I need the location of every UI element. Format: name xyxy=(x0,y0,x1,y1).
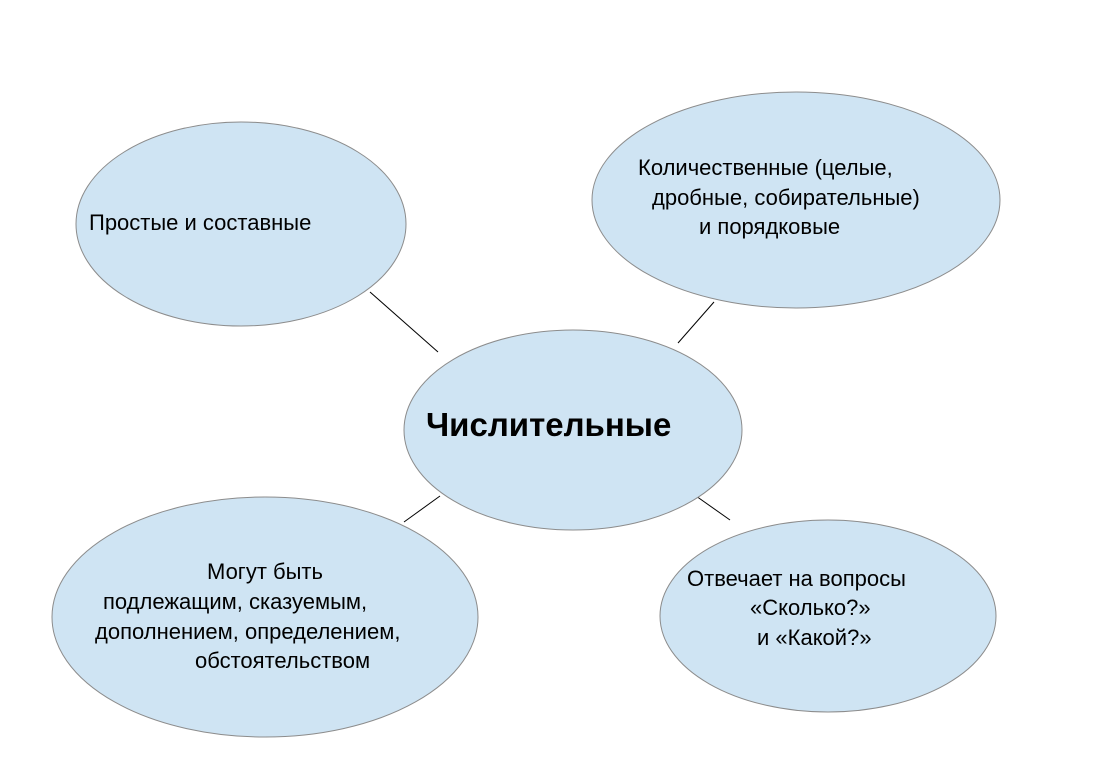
node-top-left-label: Простые и составные xyxy=(89,210,312,235)
connector-top-left xyxy=(369,291,439,353)
node-bottom-right-line-1: Отвечает на вопросы xyxy=(687,566,906,591)
center-node-label: Числительные xyxy=(426,406,672,443)
node-bottom-left-line-1: Могут быть xyxy=(207,559,323,584)
node-bottom-left-line-4: обстоятельством xyxy=(195,648,371,673)
node-bottom-left-ellipse xyxy=(51,496,479,738)
connector-bottom-right xyxy=(695,495,731,521)
center-node-ellipse xyxy=(403,329,743,531)
node-bottom-left-line-3: дополнением, определением, xyxy=(95,619,401,644)
connector-bottom-left xyxy=(403,495,441,523)
node-top-right-ellipse xyxy=(591,91,1001,309)
node-top-right-line-3: и порядковые xyxy=(699,214,841,239)
node-top-right-line-2: дробные, собирательные) xyxy=(652,185,920,210)
node-bottom-right-line-3: и «Какой?» xyxy=(757,625,872,650)
node-bottom-right-ellipse xyxy=(659,519,997,713)
node-bottom-right-line-2: «Сколько?» xyxy=(750,595,871,620)
connector-top-right xyxy=(677,301,715,344)
node-bottom-left-line-2: подлежащим, сказуемым, xyxy=(103,589,368,614)
node-top-right-line-1: Количественные (целые, xyxy=(638,155,893,180)
node-top-left-ellipse xyxy=(75,121,407,327)
